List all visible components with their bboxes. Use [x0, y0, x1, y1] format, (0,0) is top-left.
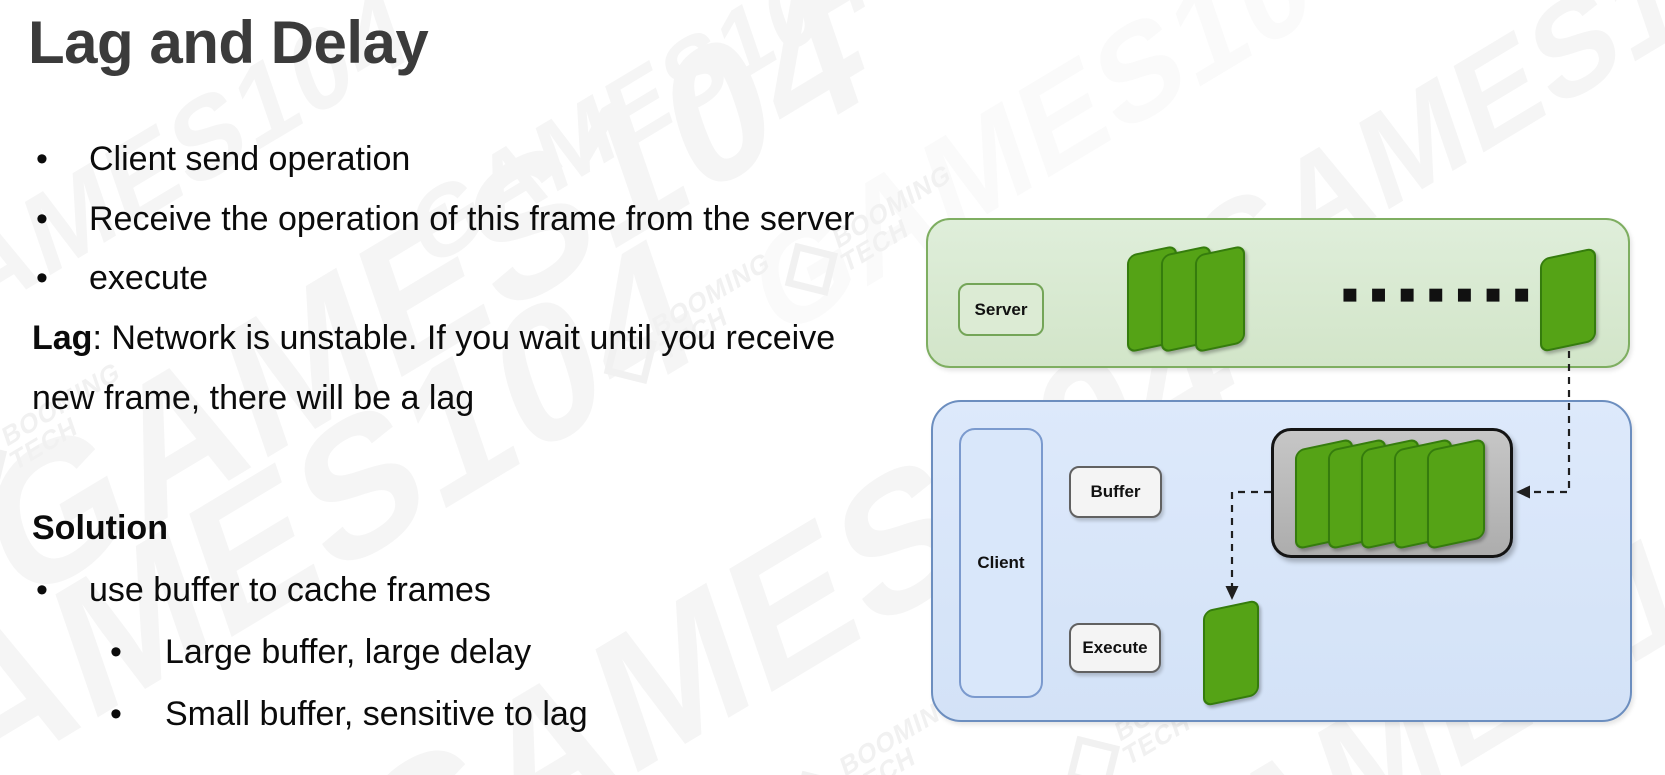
bullet-marker: •	[36, 140, 48, 178]
solution-heading: Solution	[32, 509, 168, 547]
bullet-marker: •	[110, 695, 122, 733]
client-label: Client	[959, 428, 1043, 698]
booming-tech-diamond-icon	[1066, 735, 1120, 775]
bullet-marker: •	[36, 259, 48, 297]
bullet-use-buffer: use buffer to cache frames	[89, 571, 491, 609]
page-title: Lag and Delay	[28, 9, 429, 76]
games104-watermark: GAMES104	[398, 0, 882, 291]
lag-label: Lag	[32, 319, 93, 357]
bullet-marker: •	[36, 571, 48, 609]
frame-card-incoming	[1540, 247, 1596, 353]
booming-tech-diamond-icon	[784, 242, 838, 296]
subbullet-large-buffer: Large buffer, large delay	[165, 633, 532, 671]
lag-paragraph-line1: Lag: Network is unstable. If you wait un…	[32, 319, 836, 357]
frame-card-executing	[1203, 599, 1259, 707]
subbullet-small-buffer: Small buffer, sensitive to lag	[165, 695, 588, 733]
bullet-client-send: Client send operation	[89, 140, 411, 178]
frame-card	[1195, 244, 1245, 354]
bullet-marker: •	[110, 633, 122, 671]
booming-tech-diamond-icon	[791, 770, 845, 775]
bullet-marker: •	[36, 200, 48, 238]
bullet-receive-operation: Receive the operation of this frame from…	[89, 200, 855, 238]
buffer-label: Buffer	[1069, 466, 1162, 518]
lag-paragraph-line2: new frame, there will be a lag	[32, 379, 475, 417]
booming-tech-diamond-icon	[0, 440, 7, 494]
bullet-execute: execute	[89, 259, 209, 297]
server-label: Server	[958, 283, 1044, 336]
frame-card	[1427, 437, 1485, 551]
execute-label: Execute	[1069, 623, 1161, 673]
ellipsis-dots: ▪▪▪▪▪▪▪	[1341, 279, 1542, 309]
